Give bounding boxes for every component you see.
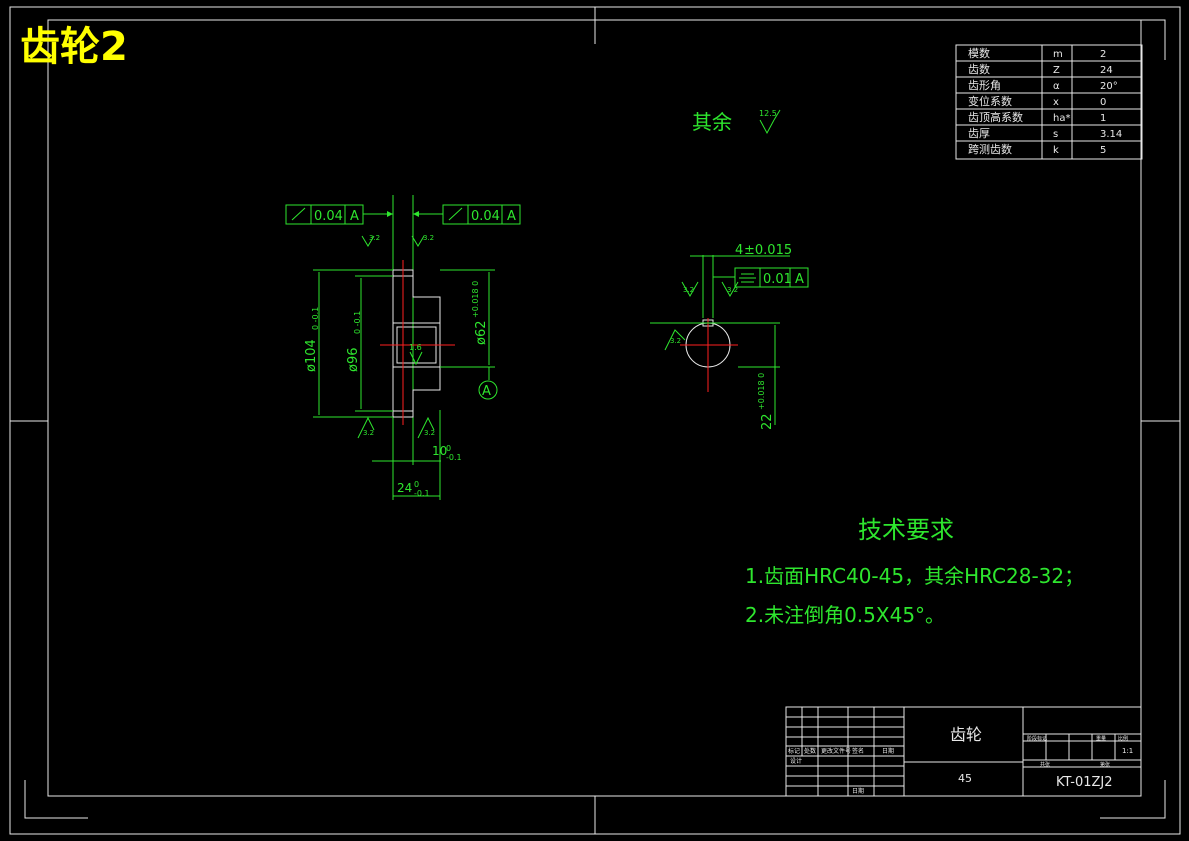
param-name: 齿形角 bbox=[968, 79, 1001, 92]
surface-rest-value: 12.5 bbox=[759, 109, 777, 118]
svg-text:-0.1: -0.1 bbox=[446, 453, 462, 462]
param-symbol: x bbox=[1053, 97, 1059, 108]
svg-text:3.2: 3.2 bbox=[670, 337, 681, 345]
svg-text:A: A bbox=[350, 209, 359, 224]
param-value: 20° bbox=[1100, 81, 1118, 92]
runout-frame-right: 0.04 A bbox=[413, 204, 521, 225]
dim-w24-tol: 0 bbox=[414, 480, 419, 489]
svg-text:3.2: 3.2 bbox=[683, 286, 694, 294]
gear-section-view: 0.04 A 0.04 A bbox=[285, 195, 521, 500]
tech-req-heading: 技术要求 bbox=[858, 516, 954, 544]
svg-text:-0.1: -0.1 bbox=[414, 489, 430, 498]
svg-text:日期: 日期 bbox=[852, 787, 864, 795]
svg-text:阶段标记: 阶段标记 bbox=[1027, 735, 1047, 742]
svg-text:1.6: 1.6 bbox=[409, 343, 422, 352]
symmetry-frame: 0.01 A bbox=[713, 267, 809, 288]
svg-text:日期: 日期 bbox=[882, 747, 894, 755]
svg-text:3.2: 3.2 bbox=[363, 429, 374, 437]
roughness-mark-bore: 1.6 bbox=[409, 343, 423, 366]
param-symbol: ha* bbox=[1053, 113, 1070, 124]
svg-text:重量: 重量 bbox=[1096, 735, 1106, 742]
param-value: 5 bbox=[1100, 145, 1106, 156]
dim-d62-tol: +0.018 0 bbox=[471, 281, 480, 318]
param-symbol: s bbox=[1053, 129, 1058, 140]
surface-rest-note: 其余 12.5 bbox=[692, 109, 781, 135]
runout-arrow-icon bbox=[448, 207, 463, 221]
svg-text:A: A bbox=[795, 272, 804, 287]
tech-req-line-1: 1.齿面HRC40-45，其余HRC28-32； bbox=[745, 564, 1084, 588]
svg-text:3.2: 3.2 bbox=[727, 286, 738, 294]
dim-d96: ø96 bbox=[346, 348, 361, 373]
surface-roughness-icon bbox=[759, 119, 775, 135]
gear-parameter-table: 模数 m 2 齿数 Z 24 齿形角 α 20° 变位系数 x 0 齿顶高系数 ha* 1 齿厚 s 3.14 跨测… bbox=[955, 44, 1143, 160]
svg-text:签名: 签名 bbox=[852, 747, 864, 755]
svg-text:第张: 第张 bbox=[1100, 761, 1110, 768]
svg-text:设计: 设计 bbox=[790, 757, 802, 765]
param-symbol: α bbox=[1053, 81, 1060, 92]
param-name: 齿数 bbox=[968, 63, 990, 76]
dim-d104: ø104 bbox=[304, 339, 319, 372]
dim-w10-tol: 0 bbox=[446, 444, 451, 453]
runout-arrow-icon bbox=[291, 207, 306, 221]
svg-text:处数: 处数 bbox=[804, 747, 816, 755]
dim-w24: 24 bbox=[397, 481, 412, 495]
datum-a-marker: A bbox=[478, 367, 498, 400]
title-block-material: 45 bbox=[958, 772, 972, 785]
title-block-drawing-no: KT-01ZJ2 bbox=[1056, 775, 1113, 790]
svg-text:3.2: 3.2 bbox=[369, 234, 380, 242]
surface-rest-label: 其余 bbox=[692, 110, 732, 134]
svg-text:0.04: 0.04 bbox=[471, 209, 500, 224]
dim-key4: 4 bbox=[735, 243, 743, 258]
roughness-mark-bottom: 3.2 3.2 bbox=[357, 416, 435, 439]
title-block-scale: 1:1 bbox=[1122, 747, 1133, 755]
dim-d104-tol: 0 -0.1 bbox=[311, 307, 320, 330]
param-symbol: k bbox=[1053, 145, 1059, 156]
param-name: 齿顶高系数 bbox=[968, 110, 1023, 124]
param-value: 1 bbox=[1100, 113, 1106, 124]
title-block: 标记 处数 更改文件号 签名 日期 设计 日期 阶段标记 重量 比例 共张 第张… bbox=[785, 706, 1142, 797]
dim-h22-tol: +0.018 0 bbox=[757, 373, 766, 410]
param-value: 2 bbox=[1100, 49, 1106, 60]
keyway-end-view: 4 ±0.015 0.01 A 3.2 3.2 3.2 22 +0.018 0 bbox=[650, 243, 809, 430]
param-value: 3.14 bbox=[1100, 129, 1122, 140]
param-value: 24 bbox=[1100, 65, 1113, 76]
dim-h22: 22 bbox=[760, 413, 775, 430]
svg-text:更改文件号: 更改文件号 bbox=[821, 747, 851, 755]
param-name: 变位系数 bbox=[968, 94, 1012, 108]
svg-text:3.2: 3.2 bbox=[423, 234, 434, 242]
runout-frame-left: 0.04 A bbox=[285, 204, 393, 225]
svg-text:A: A bbox=[507, 209, 516, 224]
param-symbol: m bbox=[1053, 49, 1063, 60]
tech-req-line-2: 2.未注倒角0.5X45°。 bbox=[745, 603, 945, 627]
svg-text:0.01: 0.01 bbox=[763, 272, 792, 287]
drawing-frame bbox=[9, 6, 1181, 835]
svg-text:共张: 共张 bbox=[1040, 761, 1050, 768]
param-value: 0 bbox=[1100, 97, 1106, 108]
param-name: 齿厚 bbox=[968, 127, 990, 140]
dim-key4-tol: ±0.015 bbox=[744, 243, 792, 258]
dim-d62: ø62 bbox=[474, 321, 489, 346]
svg-text:比例: 比例 bbox=[1118, 735, 1128, 742]
technical-requirements: 技术要求 1.齿面HRC40-45，其余HRC28-32； 2.未注倒角0.5X… bbox=[745, 516, 1084, 627]
param-symbol: Z bbox=[1053, 65, 1060, 76]
svg-text:3.2: 3.2 bbox=[424, 429, 435, 437]
roughness-mark-1: 3.2 3.2 bbox=[361, 234, 434, 247]
dim-w10: 10 bbox=[432, 444, 447, 458]
param-name: 模数 bbox=[968, 47, 990, 60]
dim-d96-tol: 0 -0.1 bbox=[353, 311, 362, 334]
drawing-title: 齿轮2 bbox=[20, 24, 128, 70]
title-block-part-name: 齿轮 bbox=[950, 725, 982, 744]
svg-text:A: A bbox=[482, 384, 491, 399]
param-name: 跨测齿数 bbox=[968, 143, 1012, 156]
svg-text:0.04: 0.04 bbox=[314, 209, 343, 224]
svg-text:标记: 标记 bbox=[788, 747, 800, 755]
